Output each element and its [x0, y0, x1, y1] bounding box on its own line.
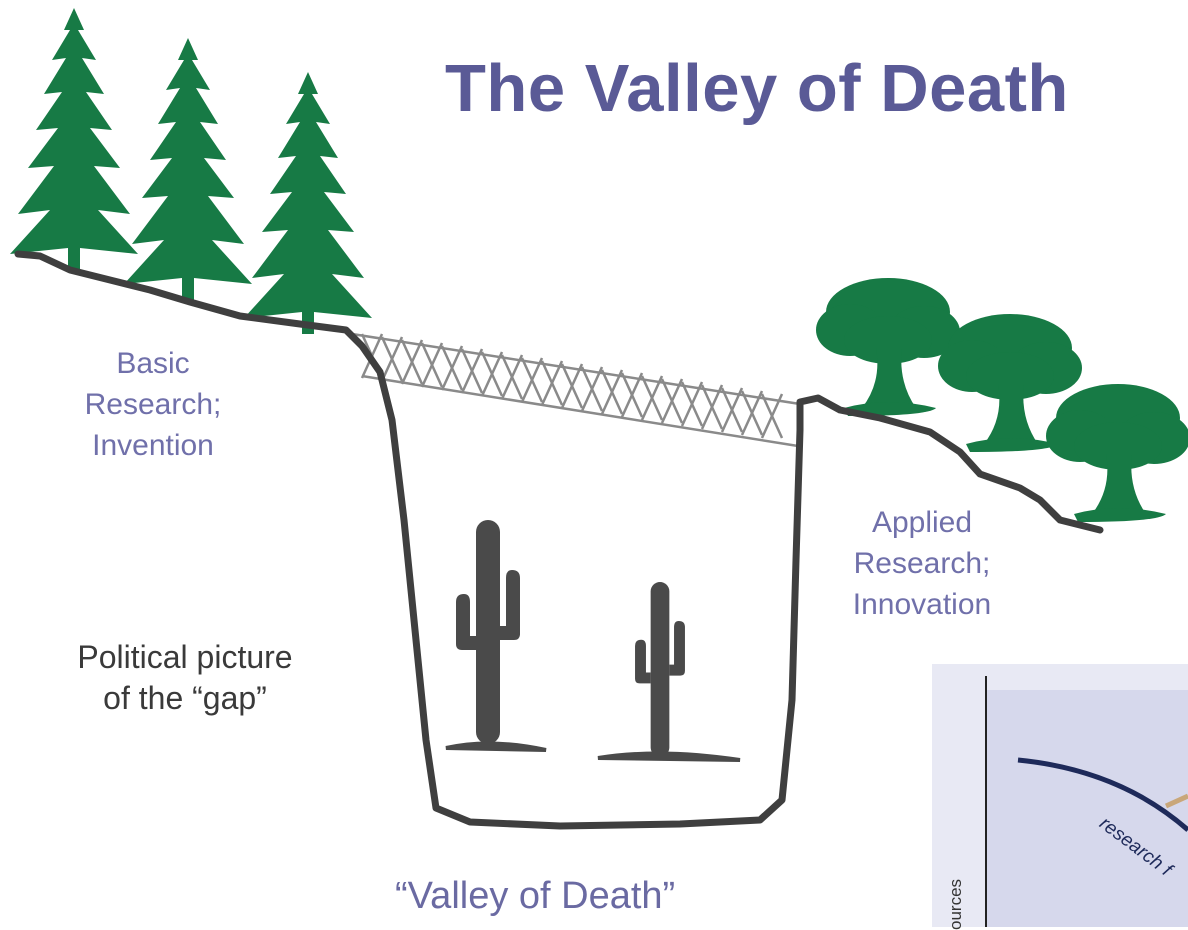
- cacti: [445, 520, 741, 762]
- ground-outline: [14, 250, 1104, 830]
- page-title: The Valley of Death: [445, 51, 1069, 126]
- inset-curve-secondary: [1164, 793, 1188, 809]
- valley-of-death-caption: “Valley of Death”: [395, 875, 676, 917]
- basic-research-label: Basic Research; Invention: [58, 343, 248, 466]
- applied-research-line-3: Innovation: [852, 588, 992, 621]
- applied-research-label: Applied Research; Innovation: [822, 502, 1022, 625]
- applied-research-line-2: Research;: [853, 547, 991, 580]
- oak-tree-icon: [816, 278, 960, 416]
- pine-trees: [10, 8, 372, 334]
- inset-chart: [932, 664, 1188, 927]
- cactus-icon: [456, 520, 520, 744]
- political-line-1: Political picture: [77, 639, 293, 675]
- cactus-ground: [445, 741, 741, 762]
- inset-plot-area: [986, 690, 1188, 927]
- oak-tree-icon: [1046, 384, 1188, 522]
- inset-curve: [1017, 757, 1188, 832]
- applied-research-line-1: Applied: [871, 506, 973, 539]
- basic-research-line-3: Invention: [92, 429, 214, 462]
- pine-tree-icon: [124, 38, 252, 300]
- basic-research-line-1: Basic: [116, 347, 190, 380]
- basic-research-line-2: Research;: [84, 388, 222, 421]
- political-line-2: of the “gap”: [103, 680, 267, 716]
- political-picture-label: Political picture of the “gap”: [40, 637, 330, 719]
- bridge-icon: [351, 332, 801, 448]
- pine-tree-icon: [10, 8, 138, 270]
- cactus-icon: [635, 582, 685, 757]
- inset-axis-label: ources: [946, 878, 965, 930]
- pine-tree-icon: [244, 72, 372, 334]
